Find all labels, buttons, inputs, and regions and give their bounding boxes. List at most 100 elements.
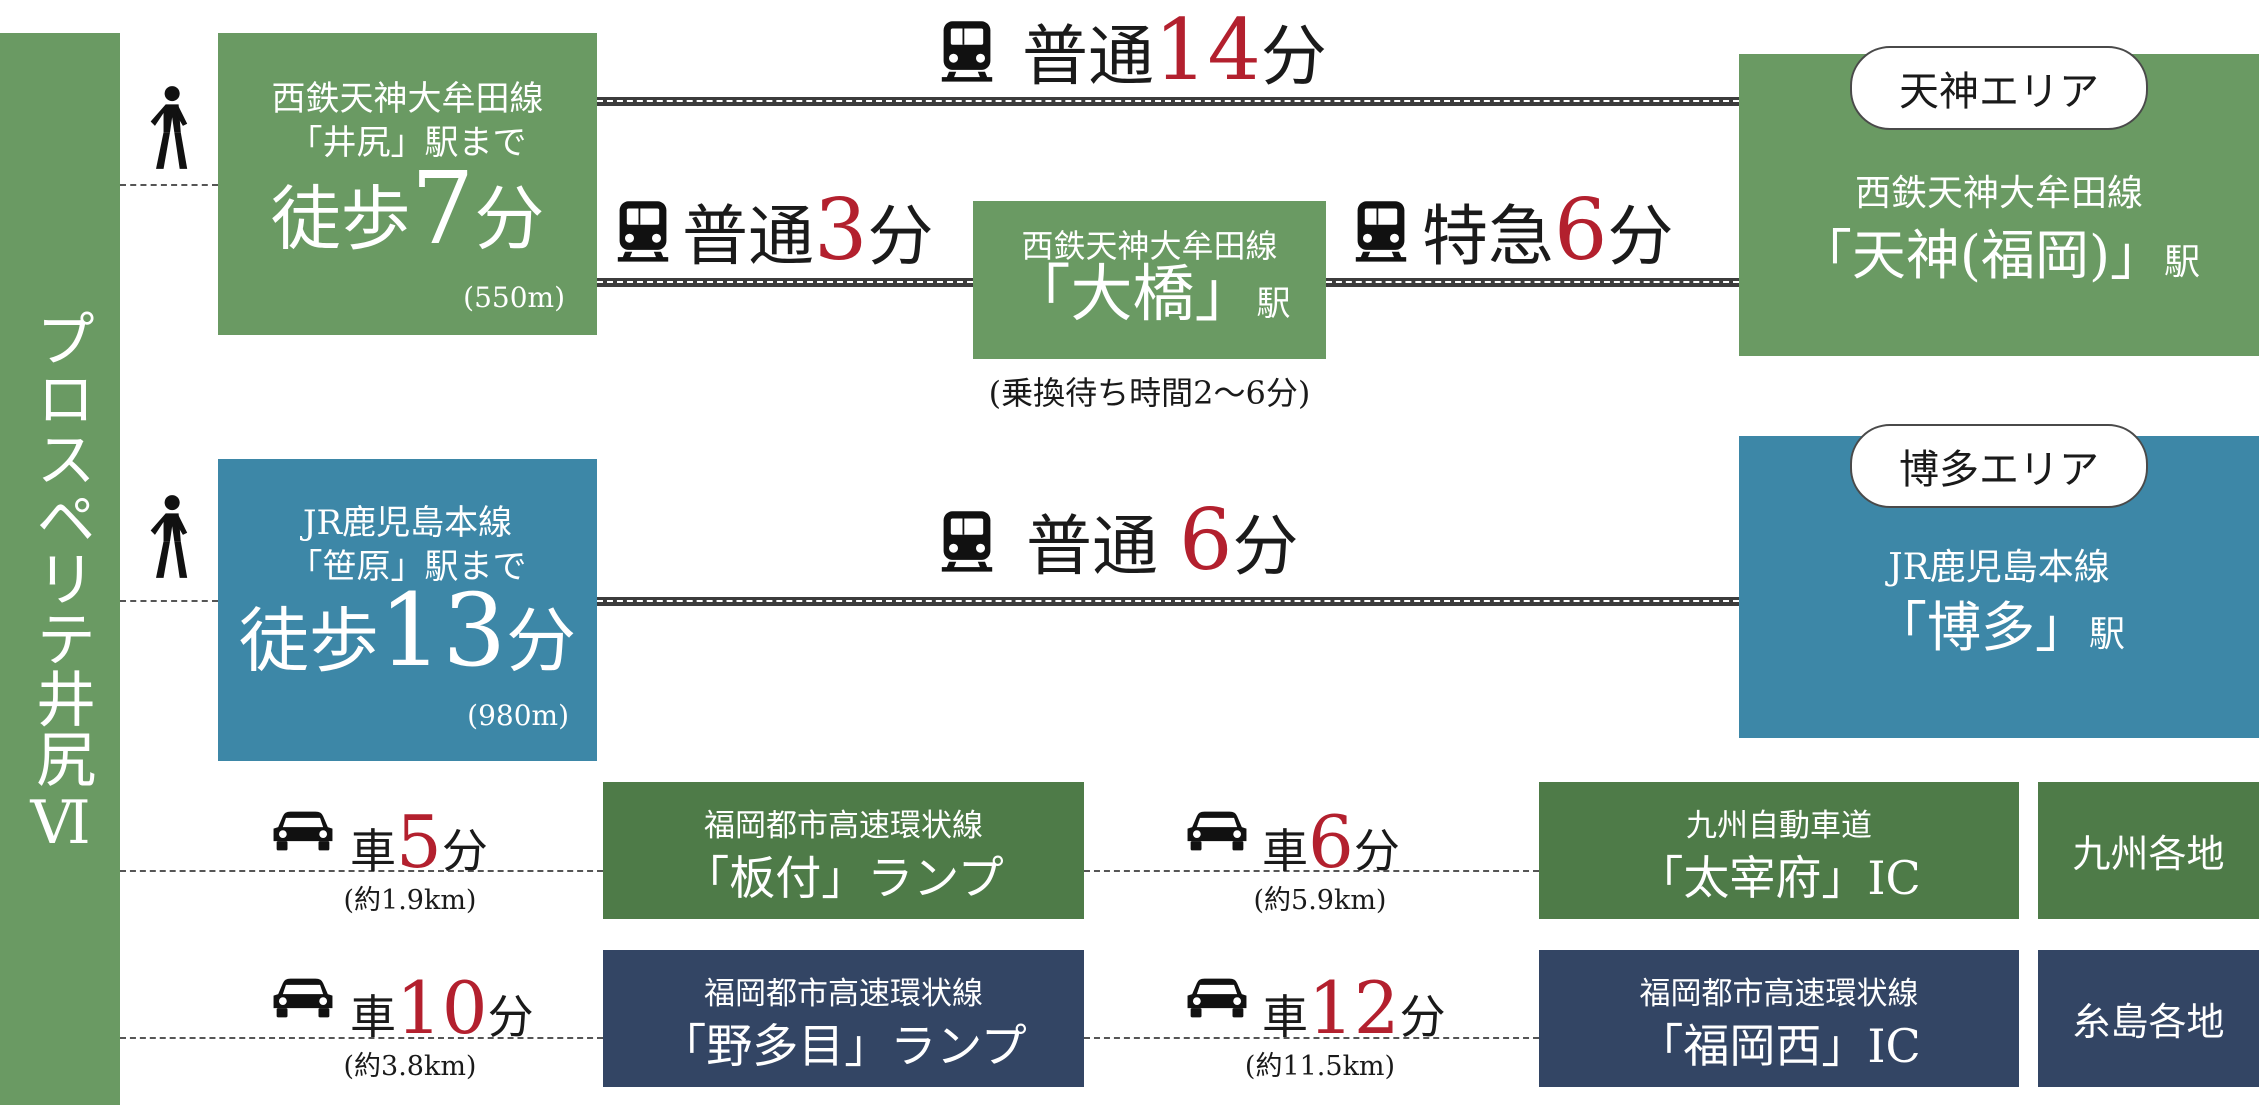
car-unit: 分	[1353, 824, 1400, 878]
train-minutes: 6	[1178, 491, 1233, 589]
ic-box-fukuokanishi: 福岡都市高速環状線 「福岡西」IC	[1539, 950, 2019, 1087]
ramp-name: 「板付」ランプ	[683, 851, 1004, 905]
ramp-box-notame: 福岡都市高速環状線 「野多目」ランプ	[603, 950, 1084, 1087]
car-minutes: 12	[1308, 966, 1400, 1050]
car-unit: 分	[1399, 990, 1446, 1044]
rail-to-ohashi	[597, 278, 973, 287]
ohashi-station: 「大橋」駅	[973, 263, 1326, 325]
car-mode: 車	[1262, 824, 1308, 878]
property-name: プロスペリテ井尻Ⅵ	[25, 308, 96, 858]
car-minutes: 5	[396, 800, 442, 884]
ohashi-station-suffix: 駅	[1256, 284, 1291, 324]
car-route-1-connector-b	[1084, 870, 1539, 872]
train-time-ohashi-to-tenjin: 特急6分	[1422, 188, 1673, 272]
walk-minutes: 7	[410, 150, 475, 267]
ohashi-station-name: 「大橋」	[1008, 257, 1257, 330]
walk-line-label: 西鉄天神大牟田線	[271, 79, 544, 119]
destination-label: 九州各地	[2072, 832, 2225, 876]
car-route-1-connector-a	[120, 870, 603, 872]
walk-time: 徒歩13分	[218, 581, 597, 681]
walk-box-ijiri: 西鉄天神大牟田線 「井尻」駅まで 徒歩7分 (550m)	[218, 33, 597, 335]
ramp-name: 「野多目」ランプ	[660, 1019, 1027, 1073]
car-time-1b: 車6分	[1262, 806, 1400, 878]
walk-minutes: 13	[378, 572, 507, 689]
car-unit: 分	[441, 824, 488, 878]
train-icon	[940, 18, 994, 84]
area-box-hakata: JR鹿児島本線 「博多」駅	[1739, 436, 2259, 738]
car-icon	[1186, 977, 1248, 1019]
walk-distance: (980m)	[467, 699, 569, 732]
ic-name: 「福岡西」IC	[1637, 1019, 1921, 1073]
rail-tenjin-direct	[597, 97, 1739, 106]
walk-distance: (550m)	[463, 281, 565, 314]
train-type: 特急	[1422, 198, 1554, 275]
train-type: 普通	[1022, 18, 1154, 95]
car-time-1a: 車5分	[350, 806, 488, 878]
train-time-to-ohashi: 普通3分	[682, 188, 933, 272]
destination-itoshima: 糸島各地	[2038, 950, 2259, 1087]
walk-connector-1	[120, 184, 218, 186]
train-unit: 分	[1232, 508, 1299, 585]
train-minutes: 3	[814, 181, 868, 279]
walk-unit: 分	[506, 600, 577, 682]
rail-hakata	[597, 597, 1739, 606]
tenjin-line-label: 西鉄天神大牟田線	[1854, 173, 2143, 214]
tenjin-station-suffix: 駅	[2164, 242, 2201, 283]
walk-time: 徒歩7分	[218, 159, 597, 259]
car-distance-1b: (約5.9km)	[1253, 885, 1387, 916]
ic-name: 「太宰府」IC	[1637, 851, 1921, 905]
ohashi-line-label: 西鉄天神大牟田線	[1021, 227, 1278, 265]
walk-line-label: JR鹿児島本線	[302, 503, 513, 543]
train-unit: 分	[1607, 198, 1674, 275]
walk-mode: 徒歩	[270, 178, 411, 260]
car-distance-2b: (約11.5km)	[1244, 1051, 1396, 1082]
car-icon	[272, 977, 334, 1019]
hakata-station-suffix: 駅	[2088, 614, 2125, 655]
train-minutes: 6	[1554, 181, 1608, 279]
ramp-line-label: 福岡都市高速環状線	[704, 976, 983, 1012]
rail-ohashi-to-tenjin	[1326, 278, 1739, 287]
car-unit: 分	[487, 990, 534, 1044]
destination-kyushu: 九州各地	[2038, 782, 2259, 919]
train-type: 普通	[682, 198, 814, 275]
walking-person-icon	[148, 494, 192, 580]
hakata-line-label: JR鹿児島本線	[1888, 547, 2110, 588]
area-badge-tenjin: 天神エリア	[1850, 46, 2148, 130]
walk-unit: 分	[474, 178, 545, 260]
car-route-2-connector-a	[120, 1037, 603, 1039]
car-icon	[272, 810, 334, 852]
train-unit: 分	[1260, 18, 1327, 95]
area-box-tenjin: 西鉄天神大牟田線 「天神(福岡)」駅	[1739, 54, 2259, 356]
car-time-2b: 車12分	[1262, 972, 1446, 1044]
area-badge-hakata: 博多エリア	[1850, 424, 2148, 508]
ramp-line-label: 福岡都市高速環状線	[704, 808, 983, 844]
property-bar: プロスペリテ井尻Ⅵ	[0, 33, 120, 1105]
hakata-station: 「博多」駅	[1739, 601, 2259, 655]
train-icon	[940, 508, 994, 574]
hakata-station-name: 「博多」	[1872, 596, 2089, 659]
walk-station-label: 「井尻」駅まで	[288, 123, 527, 163]
car-minutes: 6	[1308, 800, 1354, 884]
train-minutes: 14	[1154, 1, 1261, 99]
ic-line-label: 九州自動車道	[1686, 808, 1872, 844]
car-mode: 車	[350, 990, 396, 1044]
walk-connector-2	[120, 600, 218, 602]
car-icon	[1186, 810, 1248, 852]
train-icon	[616, 198, 670, 264]
car-distance-2a: (約3.8km)	[343, 1051, 477, 1082]
walk-mode: 徒歩	[238, 600, 379, 682]
train-unit: 分	[867, 198, 934, 275]
train-time-hakata: 普通 6分	[1026, 498, 1298, 582]
tenjin-station: 「天神(福岡)」駅	[1739, 229, 2259, 283]
walking-person-icon	[148, 85, 192, 171]
ramp-box-itazuke: 福岡都市高速環状線 「板付」ランプ	[603, 782, 1084, 919]
ic-box-dazaifu: 九州自動車道 「太宰府」IC	[1539, 782, 2019, 919]
destination-label: 糸島各地	[2072, 1000, 2225, 1044]
tenjin-station-name: 「天神(福岡)」	[1797, 224, 2165, 287]
train-icon	[1354, 198, 1408, 264]
car-distance-1a: (約1.9km)	[343, 885, 477, 916]
ic-line-label: 福岡都市高速環状線	[1639, 976, 1919, 1012]
car-time-2a: 車10分	[350, 972, 534, 1044]
station-box-ohashi: 西鉄天神大牟田線 「大橋」駅	[973, 201, 1326, 359]
walk-station-label: 「笹原」駅まで	[288, 547, 527, 587]
